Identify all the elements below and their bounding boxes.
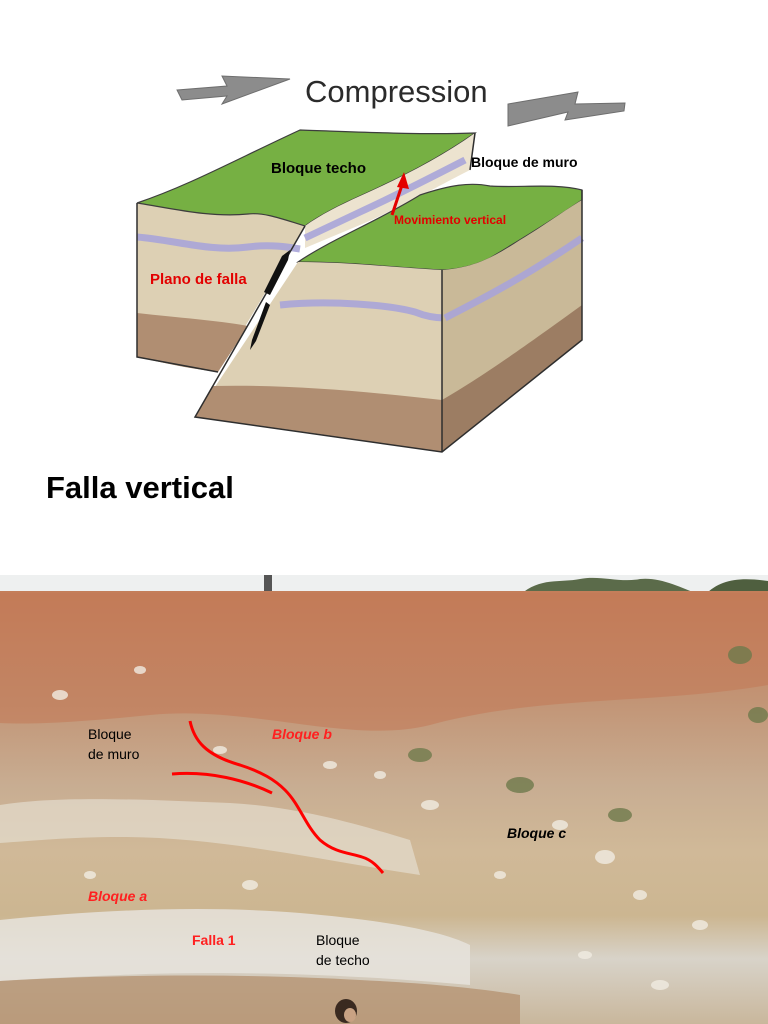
upper-red-layer [0,593,768,731]
top-vegetation [520,577,700,595]
hanging-block-top [136,129,477,227]
left-compression-arrow [176,75,291,105]
photo-foot-block-label: Bloque de muro [88,724,139,764]
photo-foot-block-line2: de muro [88,746,140,762]
movement-arrow-head [397,172,409,189]
fault-down-arrow [250,302,270,350]
hanging-block-violet-band [136,233,301,253]
post [264,575,272,593]
shrubs [408,646,768,822]
foot-block-brown-layer [195,385,442,452]
page-title: Falla vertical [46,470,234,505]
bottom-band [0,975,520,1024]
photo-hanging-block-label: Bloque de techo [316,930,370,970]
person-face [344,1008,356,1022]
photo-hanging-block-line1: Bloque [316,932,360,948]
side-violet-band [443,235,584,322]
compression-label: Compression [305,74,488,109]
foot-block-label: Bloque de muro [471,154,578,170]
photo-block-b-label: Bloque b [272,726,332,742]
fault-face-violet-band [303,156,467,242]
hanging-block-brown-layer [137,313,248,372]
outcrop-photo-graphic [0,575,768,1024]
photo-block-c-label: Bloque c [507,825,567,841]
scattered-stones [52,666,708,990]
side-brown-layer [442,305,582,452]
outcrop-photo: Bloque de muro Bloque b Bloque c Bloque … [0,575,768,1024]
pale-stratum [0,799,420,875]
photo-block-a-label: Bloque a [88,888,148,904]
photo-foot-block-line1: Bloque [88,726,132,742]
fault-line-2 [171,771,273,795]
fault-block-diagram: Compression Bloque techo Bloque de muro … [136,74,626,453]
fault-up-arrow [264,250,290,295]
foot-block-violet-band [279,299,446,322]
fault-line-1 [188,720,385,874]
movement-label: Movimiento vertical [394,213,507,227]
photo-hanging-block-line2: de techo [316,952,370,968]
block-diagram-graphic [136,75,626,453]
hanging-block-label: Bloque techo [271,160,367,177]
photo-fault-1-label: Falla 1 [192,932,236,948]
fault-plane-label: Plano de falla [150,271,247,288]
white-layer [0,909,470,985]
right-compression-arrow [507,91,626,127]
block-outlines [136,132,583,453]
